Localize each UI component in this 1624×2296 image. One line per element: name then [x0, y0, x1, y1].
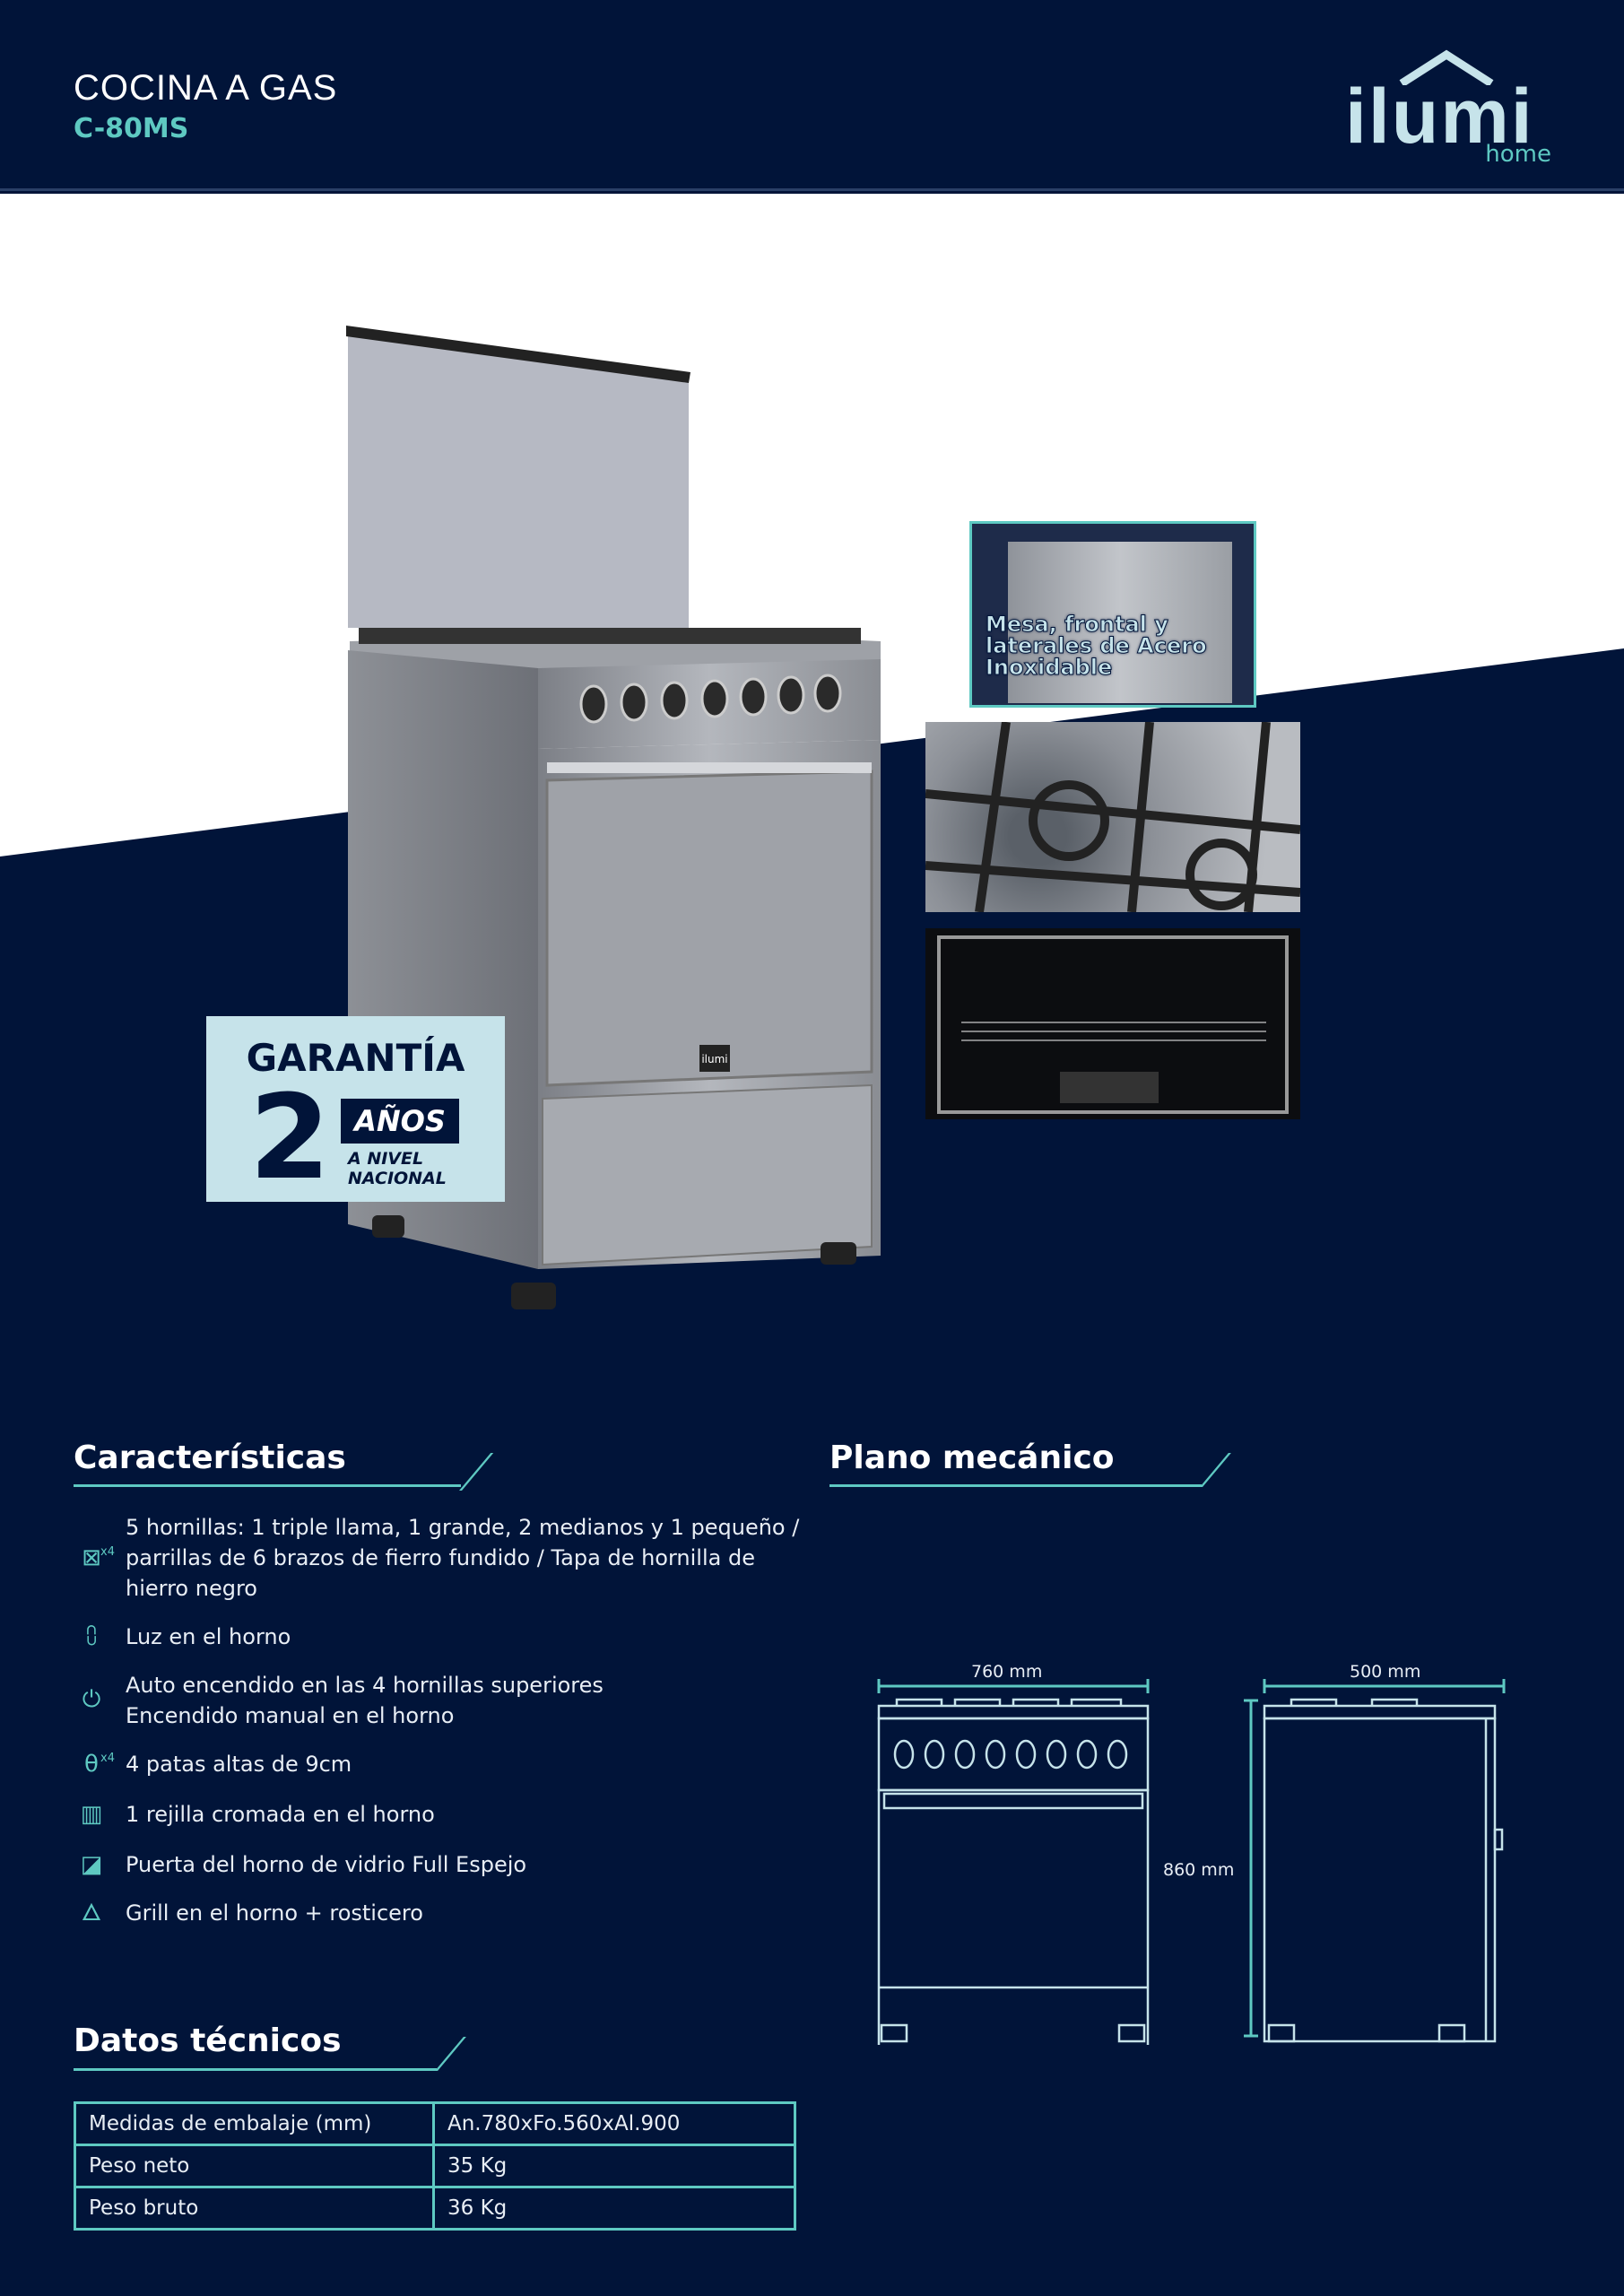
thumbnail-caption: Mesa, frontal y laterales de Acero Inoxi…	[986, 612, 1208, 680]
flame-icon: 🜂	[81, 1900, 102, 1926]
burner-icon: ⊠x4	[82, 1544, 115, 1571]
mechanical-drawing	[877, 1679, 1506, 2045]
table-row: Medidas de embalaje (mm)An.780xFo.560xAl…	[74, 2101, 796, 2146]
logo-subtitle: home	[1485, 141, 1551, 168]
burners-thumbnail	[925, 722, 1300, 912]
features-underline	[74, 1484, 461, 1487]
depth-dimension-label: 500 mm	[1350, 1662, 1421, 1682]
model-number: C-80MS	[74, 113, 189, 144]
oven-light-icon: ⩇	[86, 1623, 97, 1650]
plan-heading: Plano mecánico	[829, 1439, 1115, 1476]
warranty-years-unit: AÑOS	[341, 1099, 459, 1144]
feature-item: ⩇Luz en el horno	[74, 1622, 809, 1652]
brand-logo: ilumi home	[1345, 49, 1560, 175]
plan-underline	[829, 1484, 1202, 1487]
width-dimension-label: 760 mm	[971, 1662, 1043, 1682]
stainless-steel-thumbnail: Mesa, frontal y laterales de Acero Inoxi…	[969, 521, 1256, 708]
height-dimension-label: 860 mm	[1163, 1860, 1235, 1880]
warranty-years-number: 2	[249, 1069, 331, 1205]
feature-item: ⏻Auto encendido en las 4 hornillas super…	[74, 1670, 809, 1731]
features-heading: Características	[74, 1439, 346, 1476]
warranty-title: GARANTÍA	[246, 1036, 465, 1080]
tech-underline	[74, 2068, 437, 2071]
rack-icon: ▥	[80, 1801, 103, 1828]
stove-brand-label: ilumi	[701, 1053, 727, 1065]
feature-item: ▥1 rejilla cromada en el horno	[74, 1799, 809, 1830]
tech-specs-table: Medidas de embalaje (mm)An.780xFo.560xAl…	[74, 2101, 796, 2231]
feature-item: 🜂Grill en el horno + rosticero	[74, 1898, 809, 1928]
product-category-title: COCINA A GAS	[74, 68, 338, 108]
oven-interior-thumbnail	[925, 928, 1300, 1119]
underline-slash	[459, 1453, 494, 1491]
tech-heading: Datos técnicos	[74, 2022, 342, 2059]
underline-slash	[435, 2037, 466, 2071]
roof-icon	[1399, 49, 1494, 85]
power-icon: ⏻	[82, 1686, 101, 1713]
feature-item: ◪Puerta del horno de vidrio Full Espejo	[74, 1849, 809, 1880]
underline-slash	[1200, 1453, 1231, 1487]
header	[0, 0, 1624, 191]
glass-door-icon: ◪	[80, 1851, 103, 1878]
logo-wordmark: ilumi	[1345, 74, 1534, 160]
